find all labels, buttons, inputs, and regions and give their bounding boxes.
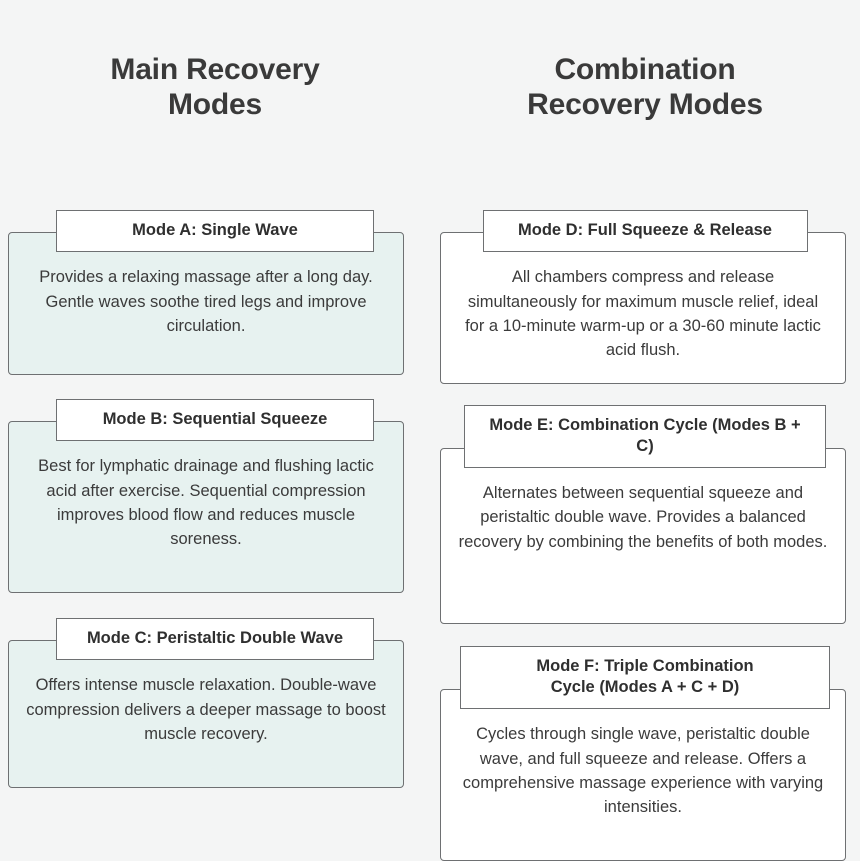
column-main-recovery-modes: Main Recovery Modes Mode A: Single Wave … <box>0 0 430 860</box>
card-mode-c-header-title: Mode C: Peristaltic Double Wave <box>86 629 344 648</box>
card-mode-c[interactable]: Mode C: Peristaltic Double Wave Offers i… <box>0 618 430 789</box>
card-mode-a-header-title: Mode A: Single Wave <box>132 221 298 239</box>
card-mode-b[interactable]: Mode B: Sequential Squeeze Best for lymp… <box>0 399 430 594</box>
column-title-combination-line-1: Combination <box>554 53 736 86</box>
card-mode-e-description: Alternates between sequential squeeze an… <box>458 483 828 551</box>
card-mode-f-header: Mode F: Triple Combination Cycle (Modes … <box>460 645 830 710</box>
card-mode-f-description: Cycles through single wave, peristaltic … <box>462 725 824 817</box>
card-mode-a-description: Provides a relaxing massage after a long… <box>39 268 373 335</box>
card-list-main: Mode A: Single Wave Provides a relaxing … <box>0 210 430 789</box>
column-title-main: Main Recovery Modes <box>0 0 430 121</box>
card-mode-b-description: Best for lymphatic drainage and flushing… <box>38 457 374 549</box>
card-mode-f[interactable]: Mode F: Triple Combination Cycle (Modes … <box>430 645 860 861</box>
card-mode-a-header: Mode A: Single Wave <box>56 210 374 253</box>
card-mode-c-description: Offers intense muscle relaxation. Double… <box>26 676 386 744</box>
card-mode-e[interactable]: Mode E: Combination Cycle (Modes B + C) … <box>430 404 860 624</box>
column-title-combination-line-2: Recovery Modes <box>527 88 763 122</box>
card-mode-b-body: Best for lymphatic drainage and flushing… <box>8 421 404 594</box>
card-mode-d-body: All chambers compress and release simult… <box>440 232 846 384</box>
card-mode-f-header-title: Mode F: Triple Combination <box>536 656 754 675</box>
card-mode-f-header-subtitle: Cycle (Modes A + C + D) <box>550 678 740 697</box>
card-mode-c-body: Offers intense muscle relaxation. Double… <box>8 640 404 789</box>
card-mode-d-header: Mode D: Full Squeeze & Release <box>482 210 808 253</box>
card-mode-e-header: Mode E: Combination Cycle (Modes B + C) <box>464 404 826 468</box>
card-mode-e-header-title: Mode E: Combination Cycle (Modes B + C) <box>489 415 801 455</box>
card-mode-d-description: All chambers compress and release simult… <box>465 268 821 360</box>
card-mode-d-header-title: Mode D: Full Squeeze & Release <box>518 221 772 239</box>
card-mode-a[interactable]: Mode A: Single Wave Provides a relaxing … <box>0 210 430 376</box>
column-title-main-line-1: Main Recovery <box>110 53 320 86</box>
card-mode-b-header-title: Mode B: Sequential Squeeze <box>102 410 328 429</box>
card-mode-b-header: Mode B: Sequential Squeeze <box>56 399 374 442</box>
card-mode-c-header: Mode C: Peristaltic Double Wave <box>56 618 374 661</box>
card-mode-e-body: Alternates between sequential squeeze an… <box>440 447 846 624</box>
column-combination-recovery-modes: Combination Recovery Modes Mode D: Full … <box>430 0 860 861</box>
card-list-combination: Mode D: Full Squeeze & Release All chamb… <box>430 210 860 861</box>
column-title-main-line-2: Modes <box>167 88 262 122</box>
card-mode-d[interactable]: Mode D: Full Squeeze & Release All chamb… <box>430 210 860 384</box>
column-title-combination: Combination Recovery Modes <box>430 0 860 121</box>
card-mode-a-body: Provides a relaxing massage after a long… <box>8 232 404 376</box>
card-mode-f-body: Cycles through single wave, peristaltic … <box>440 689 846 861</box>
